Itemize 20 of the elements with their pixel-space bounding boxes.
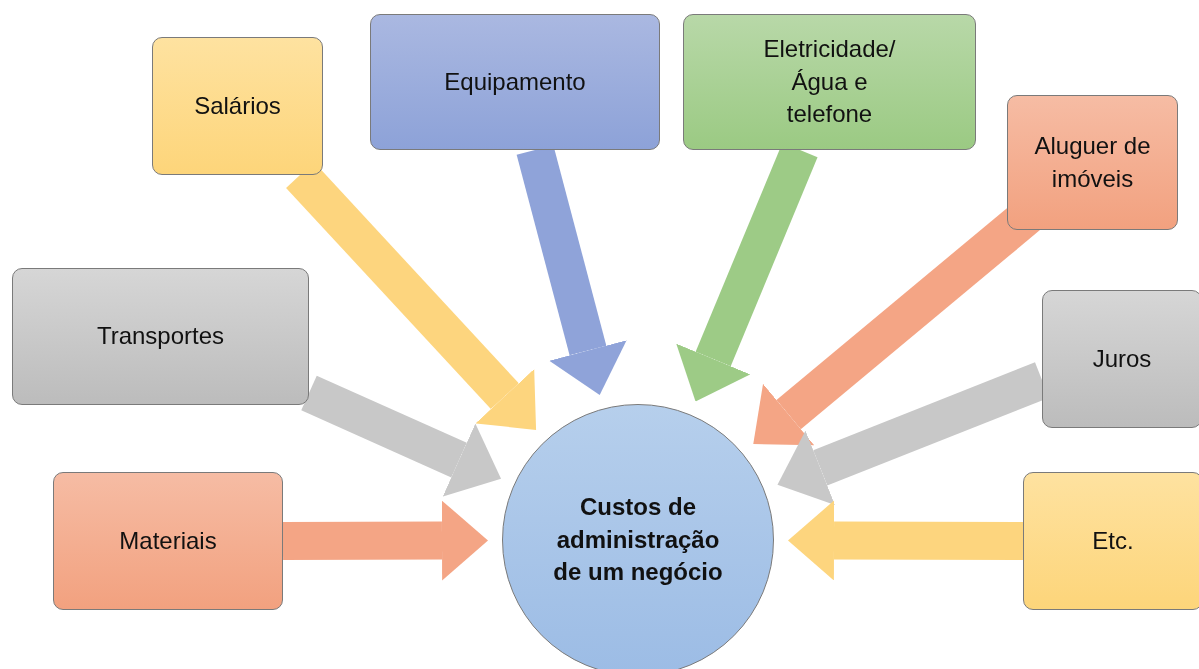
category-label: Aluguer de imóveis xyxy=(1033,131,1152,194)
category-box xyxy=(370,14,660,150)
category-box xyxy=(1042,290,1199,428)
category-label: Etc. xyxy=(1092,525,1134,556)
category-label: Transportes xyxy=(96,321,225,352)
category-label: Juros xyxy=(1092,343,1152,374)
category-label: Salários xyxy=(194,90,281,121)
topic-title: Custos de administração de um negócio xyxy=(552,492,724,588)
block-arrow xyxy=(788,500,1024,581)
category-box xyxy=(1007,95,1178,230)
category-box xyxy=(53,472,283,610)
category-box xyxy=(12,268,309,405)
category-box xyxy=(1023,472,1199,610)
category-box xyxy=(683,14,976,150)
category-label: Materiais xyxy=(119,525,217,556)
category-box xyxy=(152,37,323,175)
category-label: Eletricidade/ Água e telefone xyxy=(762,34,897,130)
category-label: Equipamento xyxy=(444,66,586,97)
block-arrow xyxy=(301,375,502,497)
block-arrow xyxy=(282,500,488,581)
